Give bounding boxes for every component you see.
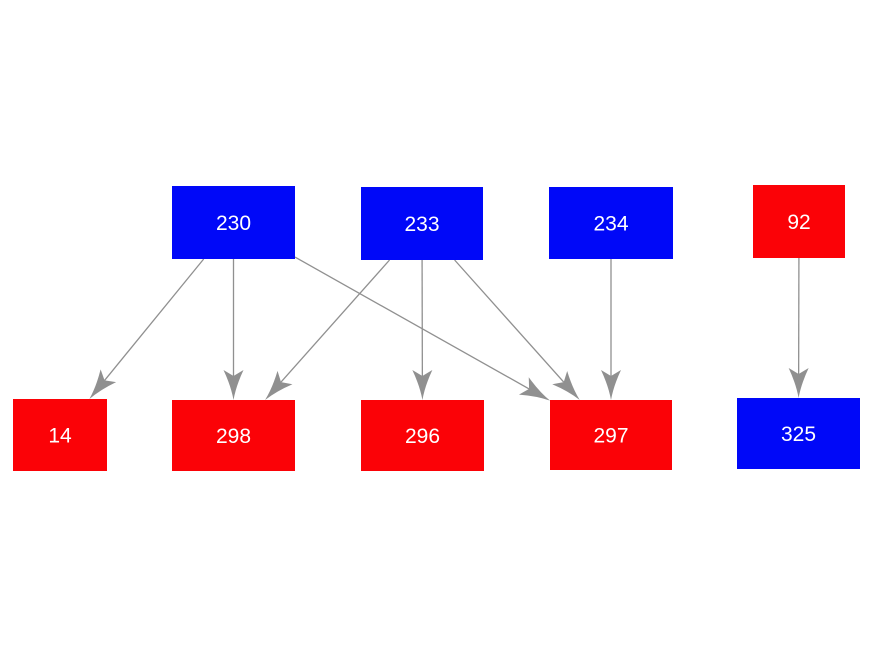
node-297: 297 [550,400,672,470]
node-92-box [753,185,845,258]
edge-233-297 [454,259,580,400]
arrowhead-icon [89,369,117,399]
edge-233-296 [412,259,433,400]
node-297-box [550,400,672,470]
edges-layer [89,256,809,401]
node-296-box [361,400,484,471]
arrowhead-icon [518,377,550,401]
arrowhead-icon [223,370,244,400]
edge-233-298 [265,259,391,400]
arrowhead-icon [552,370,580,400]
arrowhead-icon [412,369,433,400]
edge-line [294,256,530,390]
node-14-box [13,399,107,471]
edge-92-325 [788,257,809,398]
node-233-label: 233 [404,213,439,236]
node-297-label: 297 [593,425,628,448]
node-325-label: 325 [781,423,816,446]
node-14-label: 14 [48,425,72,448]
node-296: 296 [361,400,484,471]
edge-230-14 [89,258,205,399]
node-298-label: 298 [216,425,251,448]
node-234-label: 234 [593,213,628,236]
nodes-layer: 230 233 234 92 14 298 296 297 325 [13,185,860,471]
edge-230-297 [294,256,550,401]
arrowhead-icon [265,370,293,400]
arrowhead-icon [788,367,809,398]
node-234: 234 [549,187,673,259]
edge-234-297 [601,259,621,400]
node-230-label: 230 [216,212,251,235]
node-325: 325 [737,398,860,469]
edge-230-298 [223,259,244,400]
node-298: 298 [172,400,295,471]
node-296-label: 296 [405,425,440,448]
node-92-label: 92 [787,211,810,234]
node-233-box [361,187,483,260]
edge-line [454,259,565,383]
node-325-box [737,398,860,469]
edge-line [280,259,391,383]
node-92: 92 [753,185,845,258]
edge-line [104,258,205,381]
node-230: 230 [172,186,295,259]
node-234-box [549,187,673,259]
node-230-box [172,186,295,259]
node-233: 233 [361,187,483,260]
node-14: 14 [13,399,107,471]
arrowhead-icon [601,370,621,400]
node-298-box [172,400,295,471]
